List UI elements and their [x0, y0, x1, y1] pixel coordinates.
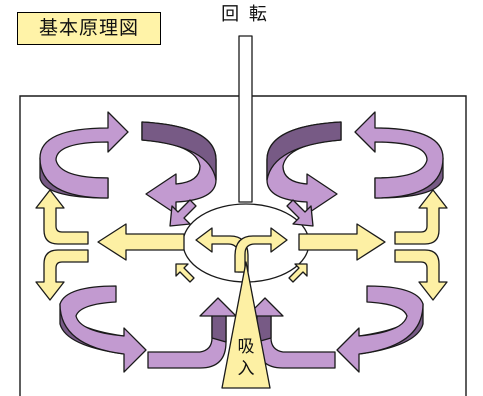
intake-label-1: 吸 [238, 337, 255, 357]
inflow-arrow-left [169, 199, 197, 227]
swirl-arrow-top-left [39, 111, 217, 215]
flow-arrow-right [298, 223, 386, 261]
flow-arrow-left [97, 223, 185, 261]
flow-arrow-left-down [35, 249, 89, 301]
intake-label-2: 入 [238, 359, 255, 379]
rotation-label: 回 転 [221, 4, 269, 25]
flow-arrow-right-down [394, 249, 448, 301]
intake-cone [221, 261, 271, 389]
flow-arrow-left-up [35, 189, 89, 245]
flow-arrow-right-up [394, 189, 448, 245]
diagram-title: 基本原理図 [17, 12, 161, 45]
small-flow-arrow-left [175, 263, 195, 283]
inflow-arrow-right [286, 199, 314, 227]
swirl-arrow-bottom-right [246, 285, 424, 373]
small-flow-arrow-right [288, 263, 308, 283]
swirl-arrow-top-right [266, 111, 444, 215]
swirl-arrow-bottom-left [59, 285, 237, 373]
impeller-flow-right [234, 227, 288, 273]
rotation-shaft [238, 35, 253, 203]
